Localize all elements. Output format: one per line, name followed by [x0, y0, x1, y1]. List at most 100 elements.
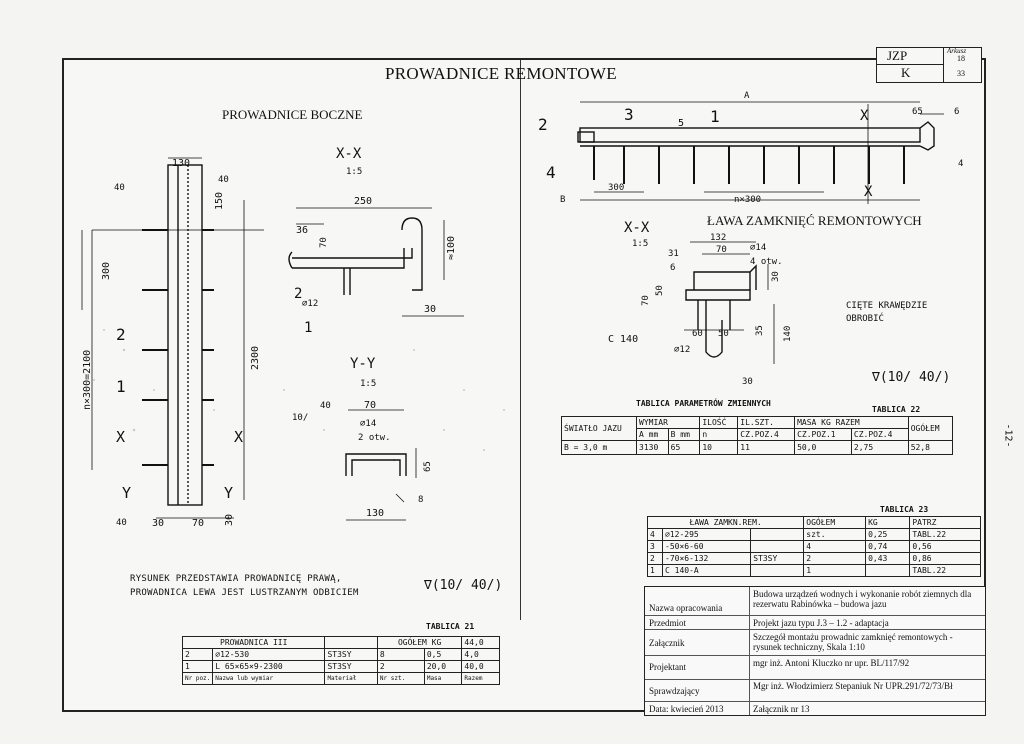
title-block-value: Projekt jazu typu J.3 – 1.2 - adaptacja — [753, 618, 889, 628]
t23-r2-c1: -70×6-132 — [661, 552, 752, 565]
anchor-bars — [142, 229, 214, 466]
corner-arkusz-label: Arkusz — [947, 47, 967, 55]
t23-h-name: ŁAWA ZAMKN.REM. — [646, 516, 805, 529]
sheet-title: PROWADNICE REMONTOWE — [385, 64, 617, 83]
t22-c1: 3130 — [636, 440, 669, 455]
t22-sh-p4b: CZ.POZ.4 — [850, 428, 909, 441]
left-note-2: PROWADNICA LEWA JEST LUSTRZANYM ODBICIEM — [130, 588, 359, 598]
bdim-50b: 50 — [718, 329, 729, 339]
marker-1: 1 — [116, 377, 126, 396]
side-page-mark: -12- — [1002, 423, 1014, 448]
bdim-60: 60 — [692, 329, 703, 339]
t23-r2-c4: 0,43 — [865, 552, 911, 565]
bdim-30b: 30 — [742, 377, 753, 387]
table-row: 4 ⌀12-295 szt. 0,25 TABL.22 — [647, 528, 981, 541]
angle-40a: 40 — [114, 183, 125, 193]
dim-30c: 30 — [424, 304, 436, 315]
t23-r0-c2 — [750, 528, 805, 541]
dim-212: ⌀12 — [302, 299, 318, 309]
t21-r0-c4: 0,5 — [423, 648, 463, 661]
angle-40c: 40 — [116, 518, 127, 528]
t22-c5: 50,0 — [794, 440, 852, 455]
beam-section-label: X-X — [624, 220, 650, 236]
marker-y-left: Y — [122, 484, 131, 502]
bdim-31: 31 — [668, 249, 679, 259]
section-yy-scale: 1:5 — [360, 379, 376, 389]
t22-c3: 10 — [699, 440, 739, 455]
right-heading: ŁAWA ZAMKNIĘĆ REMONTOWYCH — [707, 213, 922, 228]
dim-70b: 70 — [319, 237, 329, 248]
dim-70: 70 — [192, 518, 204, 529]
bdim-c140: C 140 — [608, 334, 638, 345]
bdim-50: 50 — [655, 285, 665, 296]
t22-c6: 2,75 — [850, 440, 909, 455]
t21-h-blank — [324, 636, 378, 649]
section-xx-profile — [288, 217, 423, 295]
table-row: 1 L 65×65×9-2300 ST3SY 2 20,0 40,0 — [181, 660, 500, 673]
title-block-row: Załącznik Szczegół montażu prowadnic zam… — [645, 629, 985, 656]
dim-2otw: 2 otw. — [358, 433, 391, 443]
beam-section-profile — [685, 264, 757, 358]
title-block-key: Załącznik — [649, 638, 685, 648]
t23-r2-c0: 2 — [647, 552, 663, 565]
right-note-1: CIĘTE KRAWĘDZIE — [846, 301, 928, 311]
angle-40b: 40 — [218, 175, 229, 185]
corner-arkusz-2: 33 — [957, 69, 965, 78]
t23-r2-c3: 2 — [803, 552, 867, 565]
title-corner-block: JZP K Arkusz 18 33 — [876, 47, 982, 83]
t22-sh-n: n — [699, 428, 739, 441]
t21-r1-c4: 20,0 — [423, 660, 463, 673]
beam-section-scale: 1:5 — [632, 239, 648, 249]
bdim-70b: 70 — [641, 295, 651, 306]
t23-r2-c2: ST3SY — [750, 552, 805, 565]
marker-2: 2 — [116, 325, 126, 344]
dim-6: 6 — [954, 107, 959, 117]
t23-r0-c5: TABL.22 — [909, 528, 981, 541]
dim-300b: 300 — [608, 183, 624, 193]
dim-250: 250 — [354, 196, 372, 207]
right-note-2: OBROBIĆ — [846, 314, 884, 324]
t21-r1-c5: 40,0 — [461, 660, 500, 673]
title-block: Nazwa opracowania Budowa urządzeń wodnyc… — [644, 586, 986, 716]
t23-h-kg: KG — [865, 516, 911, 529]
t22-h-light: ŚWIATŁO JAZU — [561, 416, 637, 441]
table23: ŁAWA ZAMKN.REM. OGÓŁEM KG PATRZ 4 ⌀12-29… — [646, 516, 981, 577]
t23-r0-c3: szt. — [803, 528, 867, 541]
table-footer-row: Nr poz. Nazwa lub wymiar Materiał Nr szt… — [181, 672, 500, 685]
t23-r1-c1: -50×6-60 — [661, 540, 752, 553]
beam-marker-x-bottom: X — [864, 184, 873, 200]
t21-r1-c1: L 65×65×9-2300 — [212, 660, 326, 673]
section-yy-label: Y-Y — [350, 356, 376, 372]
t21-r0-c5: 4,0 — [461, 648, 500, 661]
angle-10: 10/ — [292, 413, 308, 423]
section-yy-profile — [345, 453, 407, 476]
table23-label: TABLICA 23 — [880, 505, 929, 514]
bdim-12: ⌀12 — [674, 345, 690, 355]
dim-300: 300 — [101, 262, 112, 280]
t21-h-sum: 44,0 — [461, 636, 500, 649]
dim-14: ⌀14 — [360, 419, 376, 429]
corner-code-bottom: K — [901, 65, 911, 80]
t22-h-total: OGÓŁEM — [907, 416, 954, 441]
t22-sh-p4: CZ.POZ.4 — [737, 428, 796, 441]
title-block-row: Nazwa opracowania Budowa urządzeń wodnyc… — [645, 587, 985, 615]
t23-r3-c1: C 140-A — [661, 564, 752, 577]
t21-r1-c0: 1 — [181, 660, 214, 673]
table21-label: TABLICA 21 — [426, 622, 475, 631]
t22-sh-p1: CZ.POZ.1 — [794, 428, 852, 441]
t21-f5: Razem — [461, 672, 500, 685]
t21-h-name: PROWADNICA III — [181, 636, 326, 649]
angle-40d: 40 — [320, 401, 331, 411]
table21: PROWADNICA III OGÓŁEM KG 44,0 2 ⌀12-530 … — [181, 636, 500, 685]
title-block-row: Przedmiot Projekt jazu typu J.3 – 1.2 - … — [645, 615, 985, 630]
t22-h-dim: WYMIAR — [635, 416, 701, 429]
t21-f0: Nr poz. — [181, 672, 214, 685]
t21-f4: Masa — [423, 672, 463, 685]
t23-r0-c4: 0,25 — [865, 528, 911, 541]
t23-r3-c4 — [865, 564, 911, 577]
section-xx-scale: 1:5 — [346, 167, 362, 177]
t23-r3-c3: 1 — [803, 564, 867, 577]
dim-30: 30 — [152, 518, 164, 529]
beam-anchors — [593, 146, 905, 184]
left-roughness-symbol: ∇(10/ 40/) — [424, 578, 503, 593]
